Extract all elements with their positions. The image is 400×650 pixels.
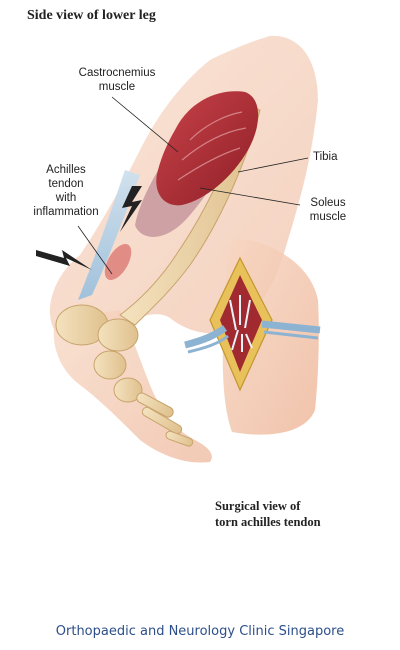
- leader-line-tibia: [237, 157, 309, 173]
- leader-line-soleus: [199, 187, 301, 206]
- gastrocnemius-muscle: [156, 91, 259, 206]
- label-soleus-line1: Soleus: [310, 197, 346, 209]
- label-achilles-line1: Achilles: [46, 164, 86, 176]
- surgical-caption-line1: Surgical view of: [215, 499, 301, 513]
- foot-bones: [55, 304, 194, 447]
- label-achilles: Achilles tendon with inflammation: [16, 163, 116, 219]
- figure-title: Side view of lower leg: [27, 8, 156, 23]
- pain-bolt-icon: [36, 250, 92, 270]
- label-soleus-line2: muscle: [309, 211, 347, 223]
- surgical-caption-line2: torn achilles tendon: [215, 515, 321, 529]
- label-gastrocnemius-line2: muscle: [98, 81, 136, 93]
- surgical-caption: Surgical view of torn achilles tendon: [215, 498, 321, 530]
- leader-line-achilles: [77, 225, 113, 275]
- clinic-footer: Orthopaedic and Neurology Clinic Singapo…: [55, 624, 345, 639]
- label-gastrocnemius-line1: Castrocnemius: [78, 67, 156, 79]
- label-achilles-line2: tendon: [48, 178, 84, 190]
- label-achilles-line4: inflammation: [33, 206, 99, 218]
- surgical-view-inset: [184, 238, 321, 435]
- label-tibia: Tibia: [313, 151, 338, 163]
- leader-line-gastrocnemius: [111, 96, 179, 153]
- label-soleus: Soleus muscle: [298, 196, 358, 224]
- inflammation-mark: [104, 243, 132, 281]
- label-gastrocnemius: Castrocnemius muscle: [62, 66, 172, 94]
- label-achilles-line3: with: [55, 192, 77, 204]
- pain-bolt-icon: [120, 186, 142, 232]
